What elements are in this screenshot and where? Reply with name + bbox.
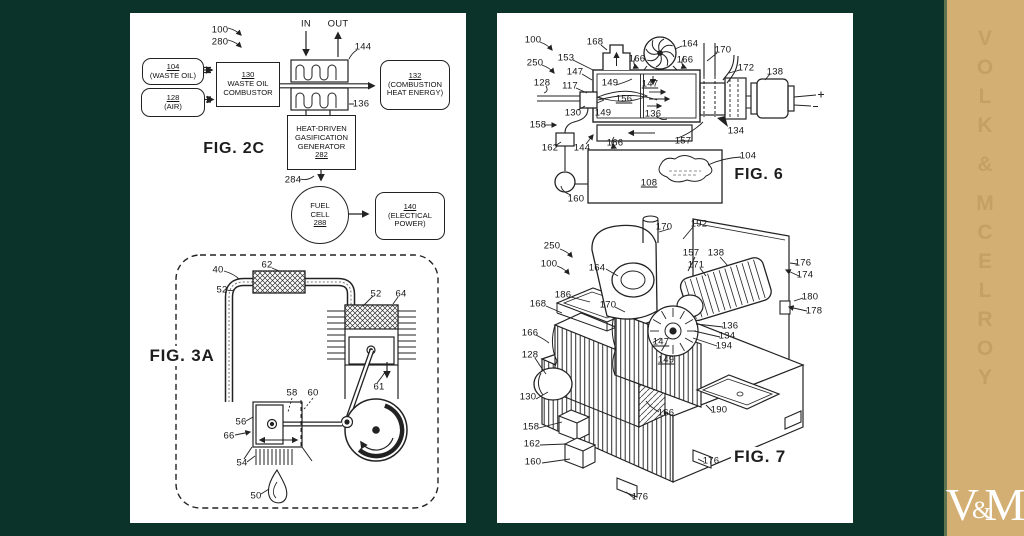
sidebar-letter: E <box>977 250 993 273</box>
box-text: (COMBUSTION <box>388 79 442 89</box>
logo-ampersand: & <box>971 497 992 524</box>
box-text: CELL <box>310 209 330 219</box>
box-text: GENERATOR <box>297 141 346 151</box>
box-air: 128 (AIR) <box>141 88 205 117</box>
box-text: (ELECTICAL <box>388 210 432 220</box>
logo-letter-v: V <box>945 479 979 530</box>
ref-num: 128 <box>166 92 180 102</box>
sidebar-letter: V <box>977 27 993 50</box>
box-combustor: 130 WASTE OIL COMBUSTOR <box>216 62 280 107</box>
sidebar-letter: L <box>978 279 993 302</box>
logo-letter-m: M <box>984 479 1024 530</box>
box-text: HEAT-DRIVEN <box>296 123 347 133</box>
fig2c-caption: FIG. 2C <box>200 140 268 158</box>
box-text: WASTE OIL <box>227 79 269 89</box>
box-text: HEAT ENERGY) <box>386 88 444 98</box>
box-text: COMBUSTOR <box>223 87 273 97</box>
box-text: FUEL <box>310 200 330 210</box>
fig3a-caption: FIG. 3A <box>146 346 218 366</box>
box-fuel-cell: FUEL CELL 288 <box>291 186 349 244</box>
ref-num: 288 <box>313 218 327 228</box>
left-sheet-drawing <box>175 27 439 509</box>
sidebar-letter: K <box>977 114 994 137</box>
ref-num: 130 <box>241 70 255 80</box>
fig7-caption: FIG. 7 <box>730 447 790 467</box>
patent-sheet-left: 104 (WASTE OIL) 128 (AIR) 130 WASTE OIL … <box>130 13 466 523</box>
sidebar-letter: R <box>977 308 994 331</box>
box-heat-energy: 132 (COMBUSTION HEAT ENERGY) <box>380 60 450 110</box>
box-text: GASIFICATION <box>294 132 349 142</box>
box-text: (WASTE OIL) <box>149 70 197 80</box>
sidebar-letter: Y <box>977 366 993 389</box>
sidebar-letter: & <box>977 153 994 176</box>
ref-num: 282 <box>315 150 328 160</box>
sidebar-letter: M <box>976 192 995 215</box>
sidebar-letter: L <box>978 85 993 108</box>
brand-logo: V & M <box>945 479 1024 530</box>
sidebar-letter: O <box>976 337 995 360</box>
ref-num: 140 <box>403 201 417 211</box>
sidebar-letter: C <box>977 221 994 244</box>
box-gasification-generator: HEAT-DRIVEN GASIFICATION GENERATOR 282 <box>287 115 356 170</box>
box-electrical-power: 140 (ELECTICAL POWER) <box>375 192 445 240</box>
sidebar-letter: O <box>976 56 995 79</box>
ref-num: 104 <box>166 61 180 71</box>
right-sheet-drawing <box>533 36 824 499</box>
fig6-caption: FIG. 6 <box>731 166 787 184</box>
box-waste-oil: 104 (WASTE OIL) <box>142 58 204 85</box>
box-text: (AIR) <box>164 101 182 111</box>
box-text: POWER) <box>394 219 426 229</box>
ref-num: 132 <box>408 70 422 80</box>
